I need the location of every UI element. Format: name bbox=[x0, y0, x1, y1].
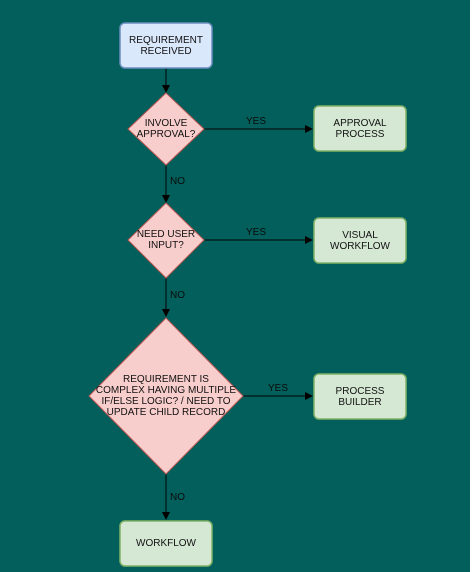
edge-label-yes-approval: YES bbox=[246, 116, 267, 127]
edge-label-no-user-input: NO bbox=[170, 290, 185, 301]
process-builder-node bbox=[313, 373, 407, 420]
edge-label-yes-user-input: YES bbox=[246, 227, 267, 238]
edge-label-yes-complex: YES bbox=[268, 383, 289, 394]
decision-user-input-node bbox=[127, 202, 205, 279]
visual-workflow-node bbox=[313, 217, 407, 264]
decision-complex-node bbox=[88, 317, 244, 475]
approval-process-node bbox=[313, 105, 407, 152]
edge-label-no-approval: NO bbox=[170, 176, 185, 187]
workflow-node bbox=[119, 520, 213, 567]
decision-approval-node bbox=[127, 92, 205, 166]
edge-label-no-complex: NO bbox=[170, 492, 185, 503]
start-node bbox=[119, 22, 213, 69]
